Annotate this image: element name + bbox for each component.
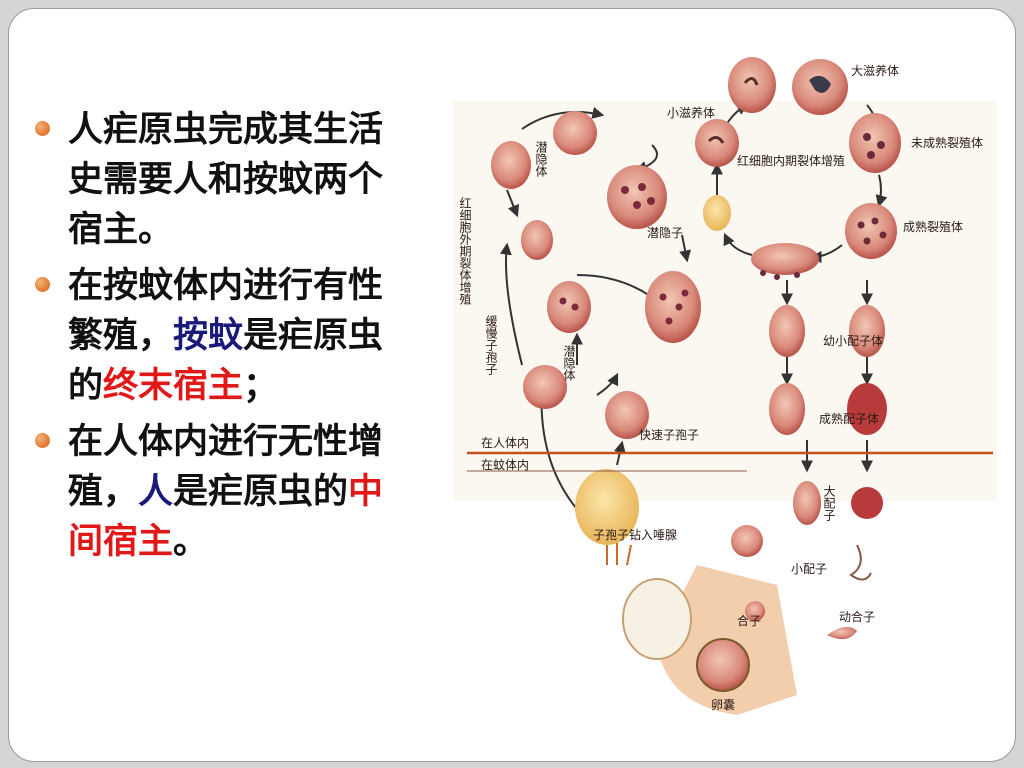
label-in-mosquito: 在蚊体内 xyxy=(481,457,529,472)
ookinete-cell xyxy=(827,626,857,640)
mature-gametocyte-2 xyxy=(847,383,887,435)
label-hypnozoite: 潜隐子 xyxy=(647,226,683,240)
bullet-list: 人疟原虫完成其生活史需要人和按蚊两个宿主。在按蚊体内进行有性繁殖，按蚊是疟原虫的… xyxy=(35,105,415,573)
bullet-text-segment: ； xyxy=(243,365,279,406)
label-small-trophozoite: 小滋养体 xyxy=(667,105,715,120)
salivary-sporozoite-cell xyxy=(575,469,639,545)
label-immature-schizont: 未成熟裂殖体 xyxy=(911,135,983,150)
liver-schizont xyxy=(645,271,701,343)
bullet-text-segment: 。 xyxy=(173,521,209,562)
label-exo-erythrocytic: 红细胞外期裂体增殖 xyxy=(458,196,472,306)
bullet-text-segment: 是疟原虫的 xyxy=(68,315,384,406)
bullet-text-segment: 是疟原虫的 xyxy=(173,471,349,512)
bullet-dot-icon xyxy=(35,433,50,448)
label-oocyst: 卵囊 xyxy=(711,697,735,712)
label-ookinete: 动合子 xyxy=(839,609,875,624)
young-gametocyte-2 xyxy=(849,305,885,357)
rbc-cells xyxy=(695,57,901,435)
bullet-text-segment: 在人体内进行无性增殖， xyxy=(68,421,384,512)
label-latent-1: 潜隐体 xyxy=(534,141,548,178)
merozoite-cell xyxy=(703,195,731,231)
mosquito-stages xyxy=(606,481,883,715)
label-sporozoite-gland: 子孢子钻入唾腺 xyxy=(593,527,677,542)
malaria-life-cycle-figure: 大滋养体 小滋养体 未成熟裂殖体 红细胞内期裂体增殖 成熟裂殖体 潜隐子 红细胞… xyxy=(453,57,997,715)
bullet-text-segment: 人 xyxy=(138,471,174,512)
label-latent-2: 潜隐体 xyxy=(562,345,576,382)
immature-schizont-cell xyxy=(849,113,901,173)
label-big-trophozoite: 大滋养体 xyxy=(851,63,899,78)
young-gametocyte-1 xyxy=(769,305,805,357)
label-macrogamete: 大配子 xyxy=(822,485,836,521)
rupturing-schizont xyxy=(751,243,819,275)
salivary-gland xyxy=(622,578,692,660)
ring-cell xyxy=(728,57,776,113)
bullet-text-segment: 终末宿主 xyxy=(103,365,244,406)
label-rbc-schizogony: 红细胞内期裂体增殖 xyxy=(737,153,845,168)
label-mature-schizont: 成熟裂殖体 xyxy=(903,219,963,234)
sporozoite-strands xyxy=(606,543,632,566)
label-young-gametocyte: 幼小配子体 xyxy=(823,334,883,348)
label-mature-gametocyte: 成熟配子体 xyxy=(819,411,879,426)
figure-labels: 大滋养体 小滋养体 未成熟裂殖体 红细胞内期裂体增殖 成熟裂殖体 潜隐子 红细胞… xyxy=(458,63,983,712)
microgamete-flagella xyxy=(849,544,872,581)
slide: 人疟原虫完成其生活史需要人和按蚊两个宿主。在按蚊体内进行有性繁殖，按蚊是疟原虫的… xyxy=(8,8,1016,762)
bullet-text-segment: 在按蚊体内进行有性繁殖， xyxy=(68,265,384,356)
bullet-item: 人疟原虫完成其生活史需要人和按蚊两个宿主。 xyxy=(35,105,415,255)
bullet-text-segment: 按蚊 xyxy=(173,315,244,356)
mature-gametocyte-1 xyxy=(769,383,805,435)
bullet-item: 在按蚊体内进行有性繁殖，按蚊是疟原虫的终末宿主； xyxy=(35,261,415,411)
bullet-dot-icon xyxy=(35,277,50,292)
bullet-dot-icon xyxy=(35,121,50,136)
small-trophozoite-cell xyxy=(695,119,739,167)
bullet-text-segment: 中间宿主 xyxy=(68,471,384,562)
mature-schizont-cell xyxy=(845,203,897,259)
liver-cells xyxy=(491,111,701,545)
oocyst-cell xyxy=(696,638,750,692)
bullet-item: 在人体内进行无性增殖，人是疟原虫的中间宿主。 xyxy=(35,417,415,567)
label-zygote: 合子 xyxy=(737,613,761,628)
zygote-cell xyxy=(745,601,765,621)
label-bradysporozoite: 缓慢子孢子 xyxy=(484,315,498,375)
bullet-text-segment: 人疟原虫完成其生活史需要人和按蚊两个宿主。 xyxy=(68,109,384,250)
label-tachysporozoite: 快速子孢子 xyxy=(639,428,699,442)
label-microgamete: 小配子 xyxy=(791,562,827,576)
label-in-human: 在人体内 xyxy=(481,436,529,450)
